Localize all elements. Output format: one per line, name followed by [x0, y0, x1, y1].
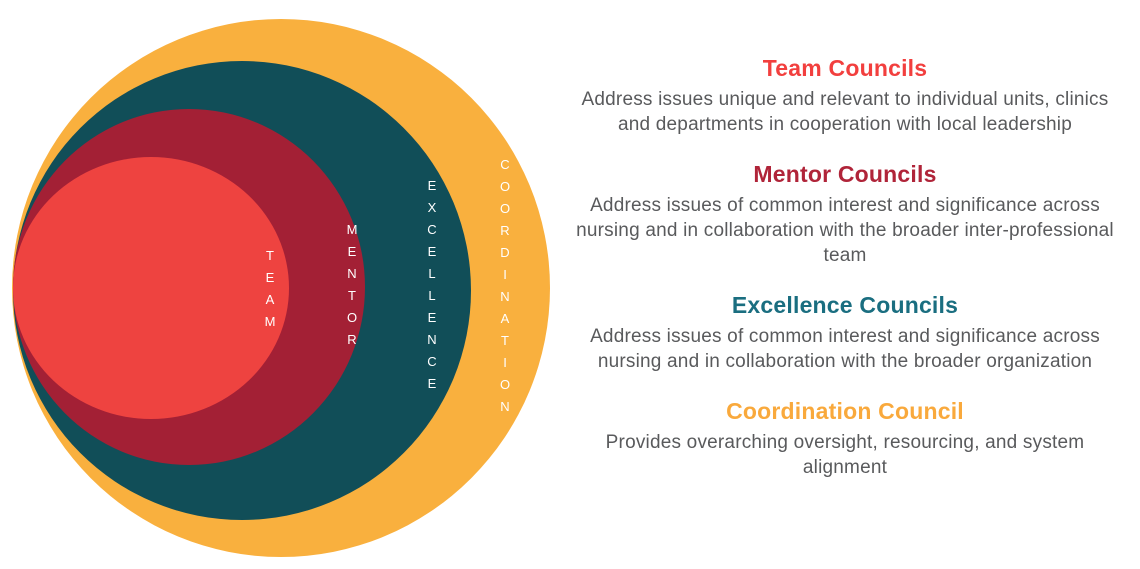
excellence-councils-block: Excellence Councils Address issues of co… — [575, 291, 1115, 374]
coordination-ring-label: COORDINATION — [497, 157, 513, 421]
coordination-council-block: Coordination Council Provides overarchin… — [575, 397, 1115, 480]
team-councils-description: Address issues unique and relevant to in… — [581, 89, 1109, 135]
team-councils-block: Team Councils Address issues unique and … — [575, 54, 1115, 137]
nested-councils-diagram: TEAM MENTOR EXCELLENCE COORDINATION — [12, 19, 550, 557]
team-circle — [13, 157, 289, 419]
coordination-council-description: Provides overarching oversight, resourci… — [605, 432, 1085, 478]
excellence-ring-label: EXCELLENCE — [424, 178, 440, 398]
mentor-councils-title: Mentor Councils — [753, 161, 937, 187]
excellence-councils-title: Excellence Councils — [731, 292, 959, 318]
team-ring-label: TEAM — [262, 248, 278, 336]
mentor-councils-block: Mentor Councils Address issues of common… — [575, 160, 1115, 268]
team-councils-title: Team Councils — [762, 55, 928, 81]
mentor-councils-description: Address issues of common interest and si… — [576, 195, 1114, 266]
council-legend: Team Councils Address issues unique and … — [575, 54, 1115, 503]
excellence-councils-description: Address issues of common interest and si… — [590, 326, 1100, 372]
coordination-council-title: Coordination Council — [726, 398, 964, 424]
mentor-ring-label: MENTOR — [344, 222, 360, 354]
